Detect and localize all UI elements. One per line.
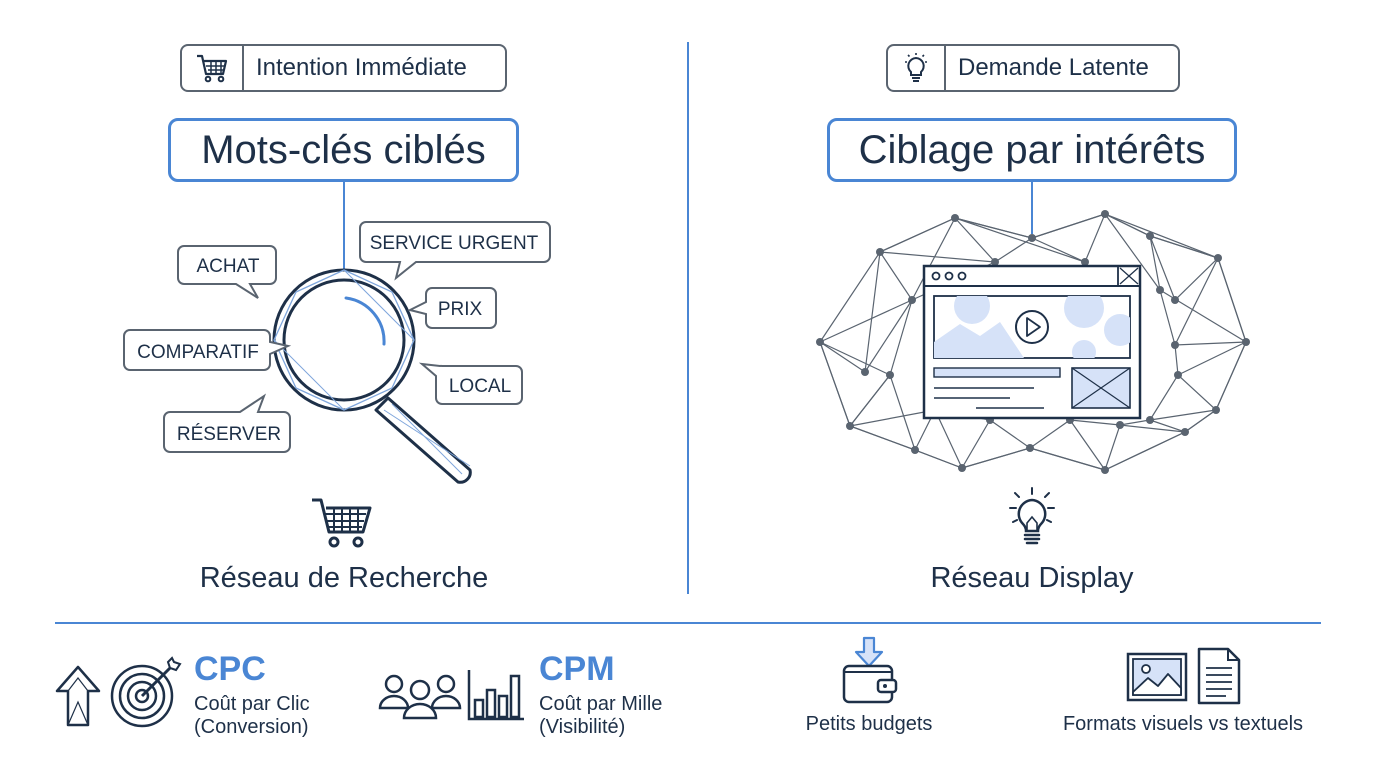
intent-tag-label: Intention Immédiate	[256, 54, 467, 81]
search-illustration: ACHAT SERVICE URGENT PRIX COMPARATIF LOC…	[123, 182, 551, 484]
horizontal-divider	[55, 622, 1321, 624]
lightbulb-icon	[888, 46, 946, 90]
interests-title-box: Ciblage par intérêts	[827, 118, 1237, 182]
cpc-line1: Coût par Clic	[194, 693, 310, 715]
cpc-line2: (Conversion)	[194, 716, 309, 738]
bar-chart-icon	[467, 670, 524, 721]
display-network-label: Réseau Display	[930, 562, 1134, 594]
intent-tag: Intention Immédiate	[180, 44, 507, 92]
image-icon	[1126, 652, 1188, 702]
keyword-bubble: ACHAT	[177, 245, 277, 299]
keyword-bubble: SERVICE URGENT	[359, 221, 551, 281]
interests-title: Ciblage par intérêts	[858, 127, 1206, 172]
cpm-line2: (Visibilité)	[539, 716, 626, 738]
latent-demand-tag: Demande Latente	[886, 44, 1180, 92]
browser-window-icon	[922, 264, 1142, 420]
arrow-up-icon	[55, 665, 101, 727]
text-document-icon	[1197, 647, 1241, 705]
cpc-title: CPC	[194, 650, 266, 688]
keyword-reserver: RÉSERVER	[177, 424, 281, 445]
latent-demand-label: Demande Latente	[958, 54, 1149, 81]
magnifier-icon	[272, 268, 472, 484]
network-illustration	[816, 182, 1250, 474]
keyword-comparatif: COMPARATIF	[137, 342, 259, 363]
audience-icon	[378, 674, 462, 720]
keyword-service-urgent: SERVICE URGENT	[370, 233, 539, 254]
target-icon	[110, 656, 182, 728]
wallet-icon	[842, 636, 898, 704]
cart-icon	[182, 46, 244, 90]
keywords-title: Mots-clés ciblés	[201, 127, 486, 172]
keyword-achat: ACHAT	[197, 256, 260, 277]
keyword-bubble: LOCAL	[418, 362, 523, 405]
keywords-title-box: Mots-clés ciblés	[168, 118, 519, 182]
keyword-local: LOCAL	[449, 376, 511, 397]
vertical-divider	[687, 42, 689, 594]
small-budgets-label: Petits budgets	[805, 713, 933, 735]
keyword-bubble: COMPARATIF	[123, 329, 292, 371]
keyword-bubble: PRIX	[407, 287, 497, 329]
idea-lightbulb-icon	[1009, 487, 1055, 545]
search-network-label: Réseau de Recherche	[199, 562, 489, 594]
keyword-prix: PRIX	[438, 299, 483, 320]
formats-label: Formats visuels vs textuels	[1062, 713, 1304, 735]
shopping-cart-icon	[312, 498, 372, 548]
cpm-line1: Coût par Mille	[539, 693, 663, 715]
keyword-bubble: RÉSERVER	[163, 393, 291, 453]
cpm-title: CPM	[539, 650, 615, 688]
